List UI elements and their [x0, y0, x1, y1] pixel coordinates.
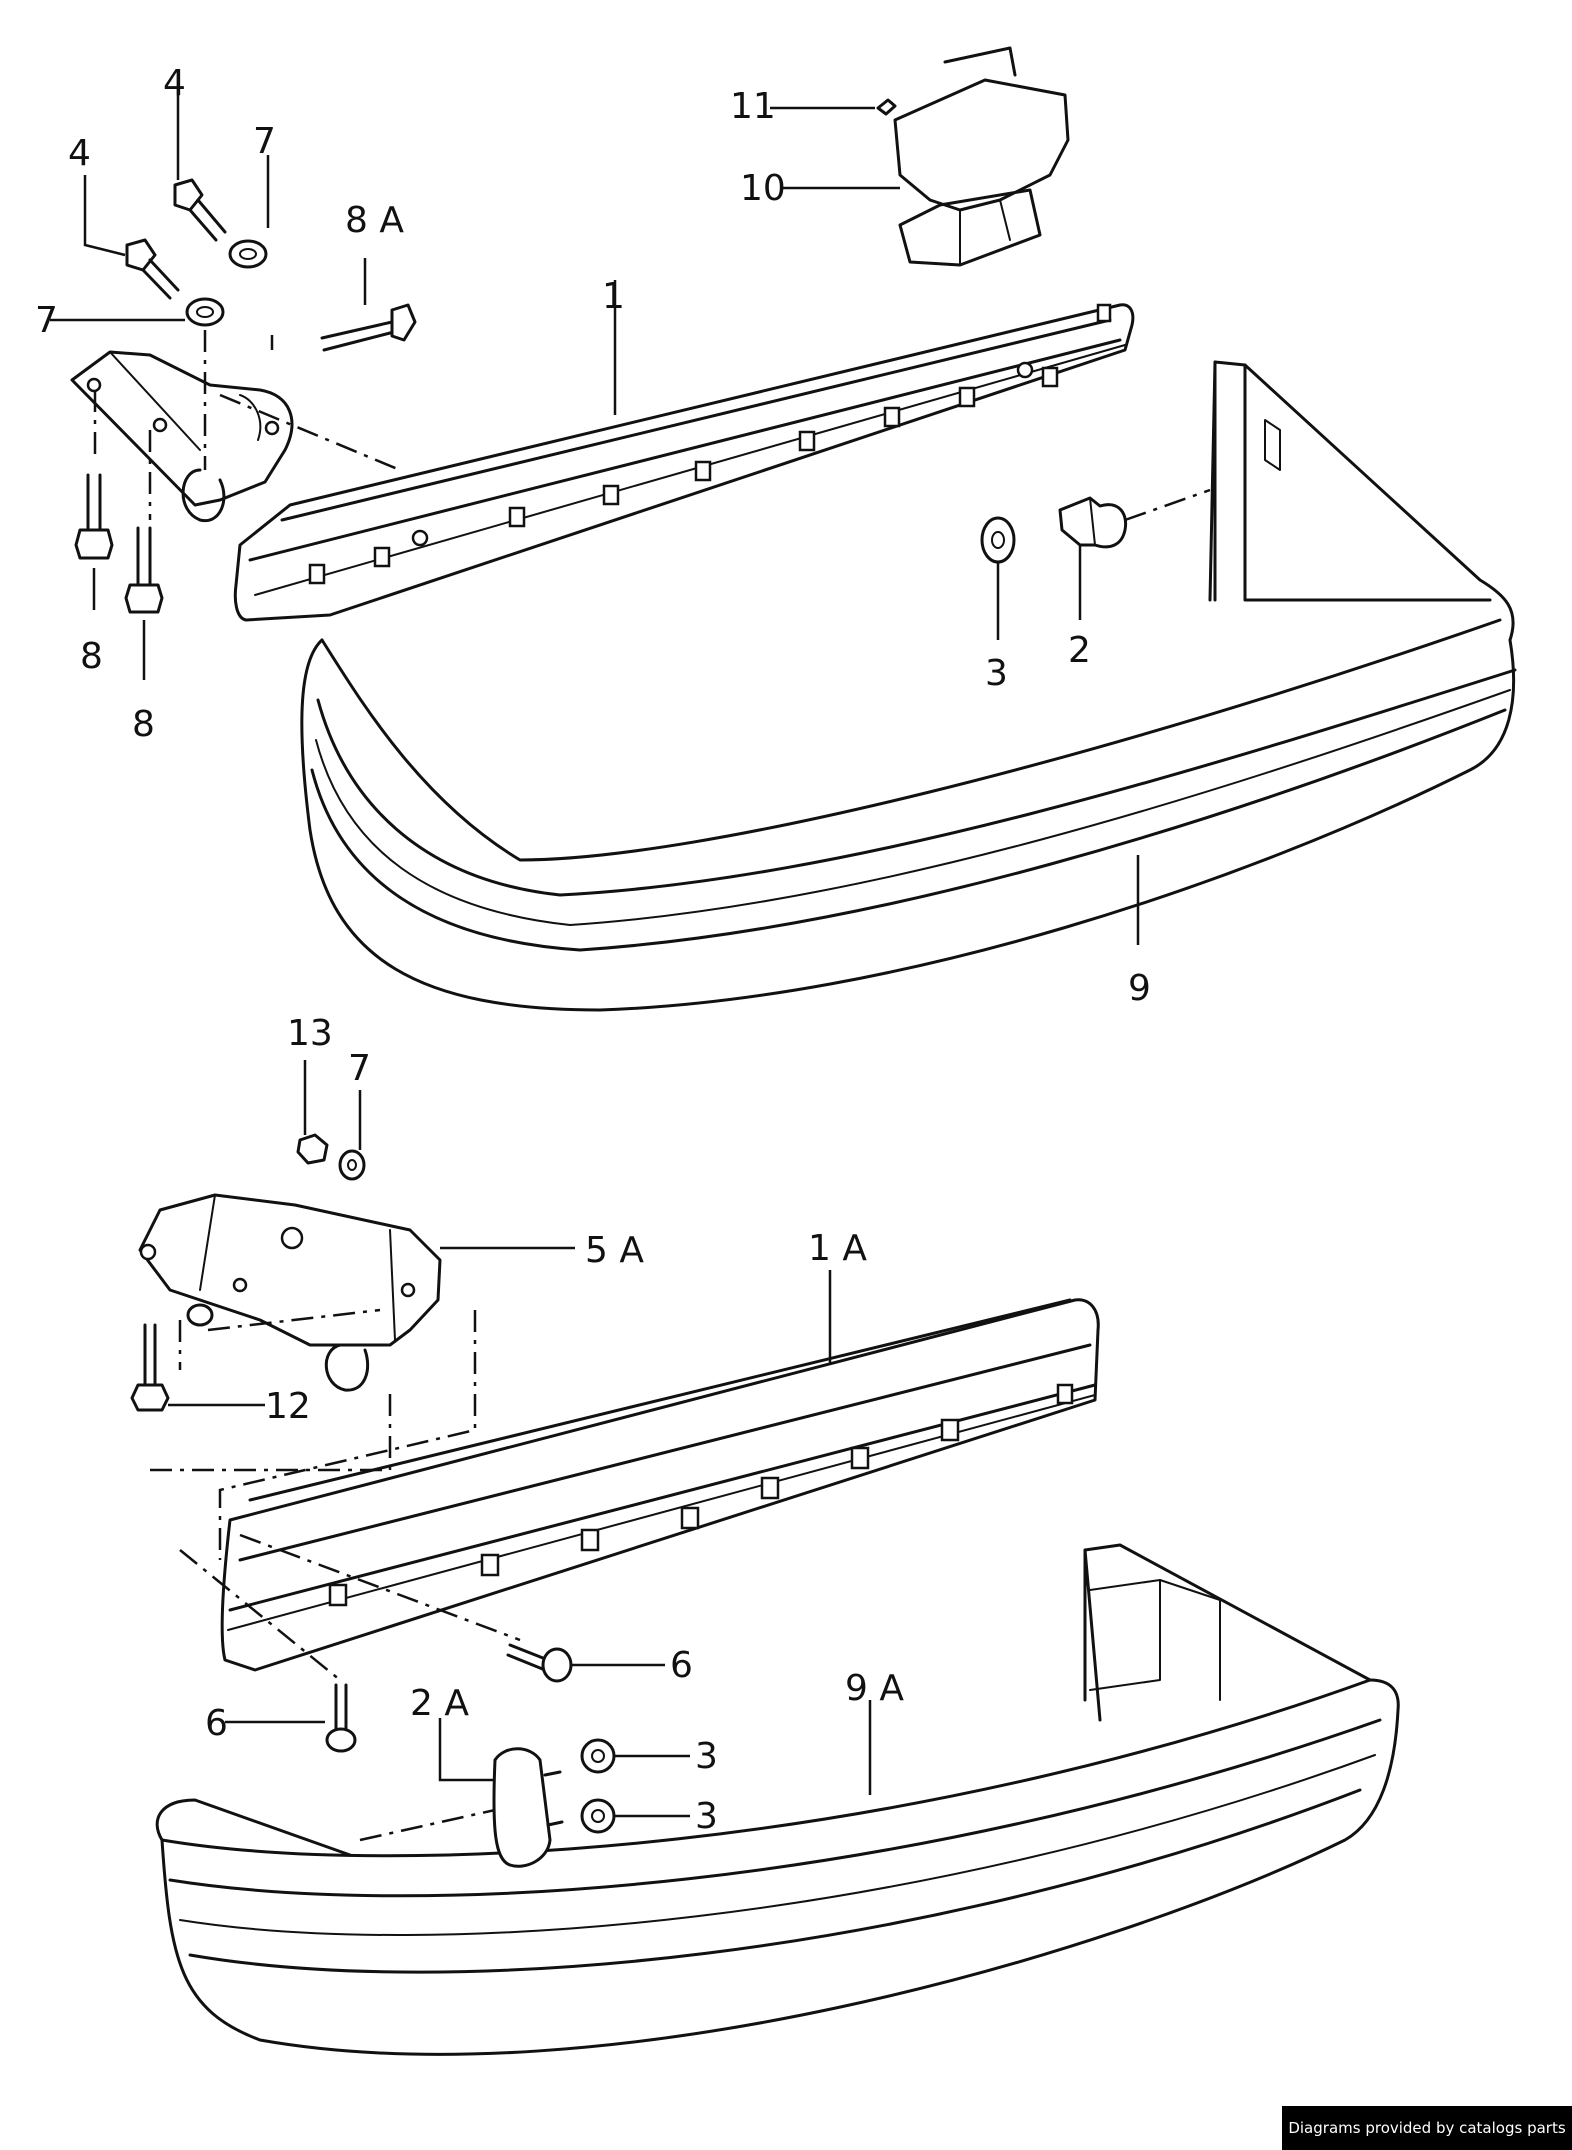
- washer-3-bottom-lower: [580, 1798, 616, 1834]
- callout-1: 1: [602, 276, 625, 317]
- callout-3-top: 3: [985, 653, 1008, 694]
- screw-6-bottom: [325, 1683, 357, 1753]
- callout-11: 11: [730, 86, 776, 127]
- callout-5a: 5 A: [585, 1230, 644, 1271]
- callout-6-bottom: 6: [205, 1703, 228, 1744]
- callout-1a: 1 A: [808, 1228, 867, 1269]
- bumper-carrier-1: [233, 303, 1135, 622]
- bolt-12: [130, 1323, 170, 1412]
- callout-3-bottom-upper: 3: [695, 1736, 718, 1777]
- bolt-8-left: [74, 473, 114, 560]
- callout-10: 10: [740, 168, 786, 209]
- washer-7-upper: [228, 239, 268, 269]
- callout-12: 12: [265, 1386, 311, 1427]
- bracket-left-top: [70, 350, 294, 523]
- callout-9: 9: [1128, 968, 1151, 1009]
- callout-7-bottom: 7: [348, 1048, 371, 1089]
- callout-7-lower: 7: [35, 300, 58, 341]
- dash-line-top: [219, 393, 401, 472]
- washer-3-top: [980, 516, 1016, 564]
- bolt-8a: [320, 303, 417, 352]
- callout-4-upper: 4: [163, 63, 186, 104]
- washer-3-bottom-upper: [580, 1738, 616, 1774]
- credit-badge: Diagrams provided by catalogs parts: [1282, 2106, 1572, 2150]
- callout-3-bottom-lower: 3: [695, 1796, 718, 1837]
- callout-8-right: 8: [132, 704, 155, 745]
- callout-7-upper: 7: [253, 121, 276, 162]
- washer-7-bottom: [338, 1149, 366, 1181]
- bolt-8-right: [124, 526, 164, 614]
- clip-10: [893, 46, 1070, 267]
- callout-2a: 2 A: [410, 1683, 469, 1724]
- callout-4-lower: 4: [68, 133, 91, 174]
- screw-6-right: [506, 1643, 573, 1683]
- nut-13: [296, 1133, 329, 1165]
- bumper-carrier-1a: [220, 1298, 1100, 1672]
- callout-6-right: 6: [670, 1645, 693, 1686]
- washer-7-lower: [185, 297, 225, 327]
- guide-2: [1058, 496, 1128, 549]
- bumper-cover-9a: [155, 1543, 1400, 2056]
- clip-insert-11: [876, 98, 897, 116]
- guide-2a: [492, 1747, 564, 1868]
- bolt-4-upper: [173, 178, 227, 242]
- dash-line-bottom: [150, 1390, 392, 1472]
- callout-8a: 8 A: [345, 200, 404, 241]
- callout-9a: 9 A: [845, 1668, 904, 1709]
- callout-8-left: 8: [80, 636, 103, 677]
- callout-13: 13: [287, 1013, 333, 1054]
- bumper-cover-9: [300, 360, 1517, 1012]
- bolt-4-lower: [125, 238, 180, 300]
- leader-lines: [50, 95, 1140, 1818]
- callout-2: 2: [1068, 630, 1091, 671]
- bracket-5a: [138, 1193, 442, 1392]
